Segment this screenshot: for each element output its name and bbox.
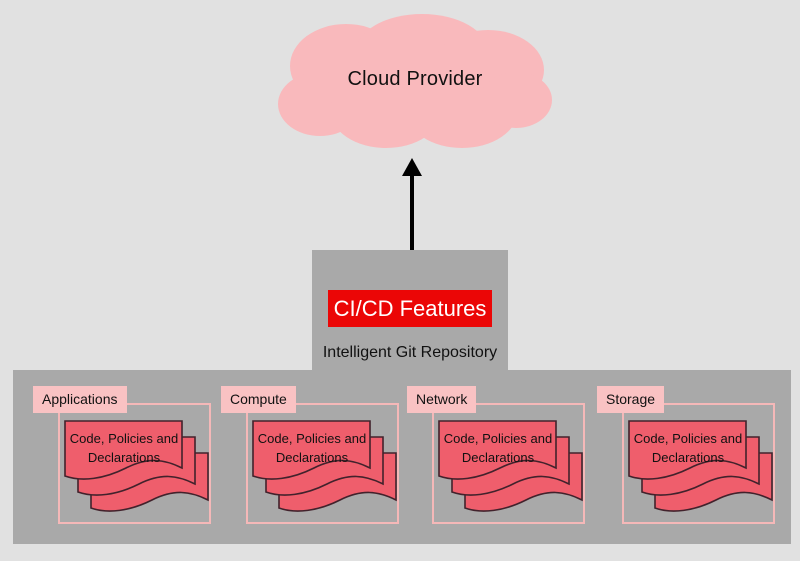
document-label-line1: Code, Policies and	[633, 431, 743, 446]
document-label-line2: Declarations	[87, 450, 161, 465]
section-title-badge: Compute	[221, 386, 296, 413]
document-stack-icon: Code, Policies and Declarations	[252, 420, 398, 520]
document-stack-label: Code, Policies and Declarations	[253, 429, 371, 467]
document-label-line1: Code, Policies and	[69, 431, 179, 446]
section-box-compute: Compute Code, Policies and Declarations	[221, 386, 399, 524]
document-label-line1: Code, Policies and	[257, 431, 367, 446]
section-box-applications: Applications Code, Policies and Declarat…	[33, 386, 211, 524]
stacked-documents-icon	[628, 420, 773, 512]
up-arrow-icon	[402, 158, 422, 176]
document-stack-icon: Code, Policies and Declarations	[64, 420, 210, 520]
up-arrow-shaft	[410, 174, 414, 250]
document-label-line2: Declarations	[461, 450, 535, 465]
repository-sections-container: Applications Code, Policies and Declarat…	[13, 370, 791, 544]
cloud-icon	[278, 14, 552, 148]
git-repository-box: CI/CD Features Intelligent Git Repositor…	[312, 250, 508, 370]
document-stack-icon: Code, Policies and Declarations	[628, 420, 774, 520]
stacked-documents-icon	[64, 420, 209, 512]
cicd-features-badge: CI/CD Features	[328, 290, 492, 327]
section-title-badge: Storage	[597, 386, 665, 413]
document-stack-icon: Code, Policies and Declarations	[438, 420, 584, 520]
document-stack-label: Code, Policies and Declarations	[629, 429, 747, 467]
document-stack-label: Code, Policies and Declarations	[439, 429, 557, 467]
document-label-line2: Declarations	[275, 450, 349, 465]
cloud-shape	[274, 8, 556, 158]
document-label-line1: Code, Policies and	[443, 431, 553, 446]
cloud-provider-label: Cloud Provider	[347, 68, 483, 90]
section-title-badge: Applications	[33, 386, 127, 413]
document-stack-label: Code, Policies and Declarations	[65, 429, 183, 467]
document-label-line2: Declarations	[651, 450, 725, 465]
git-repository-label: Intelligent Git Repository	[322, 344, 498, 361]
stacked-documents-icon	[252, 420, 397, 512]
section-title-badge: Network	[407, 386, 477, 413]
section-box-storage: Storage Code, Policies and Declarations	[597, 386, 775, 524]
stacked-documents-icon	[438, 420, 583, 512]
section-box-network: Network Code, Policies and Declarations	[407, 386, 585, 524]
